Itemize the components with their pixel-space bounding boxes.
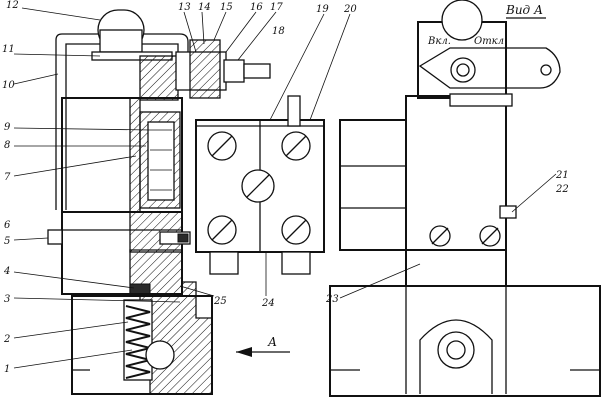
callout-19: 19 [316,4,329,15]
callout-25: 25 [213,296,227,307]
callout-2: 2 [3,334,10,345]
side-lower-block [405,249,507,287]
callout-24: 24 [261,298,275,309]
view-label: Вид А [505,3,543,17]
terminal-block [195,95,325,275]
callout-8: 8 [4,140,10,151]
spring [123,299,153,381]
switch-lever [418,47,561,89]
callout-3: 3 [4,294,10,305]
arrow-label: А [267,335,277,349]
callout-21: 21 [555,170,569,181]
coil-housing [61,97,183,213]
terminal-screw [207,131,311,245]
callout-9: 9 [4,122,11,133]
callout-17: 17 [270,2,283,13]
switch-on-label: Вкл. [427,36,451,47]
callout-13: 13 [178,2,191,13]
callout-6: 6 [4,220,11,231]
callout-7: 7 [4,172,11,183]
side-view-a [329,0,601,397]
view-direction-arrow: А [236,335,290,357]
callout-23: 23 [325,294,339,305]
callout-11: 11 [2,44,15,55]
ball-valve [145,340,175,370]
callout-4: 4 [3,266,10,277]
callout-22: 22 [555,184,569,195]
callout-14: 14 [198,2,211,13]
callout-20: 20 [343,4,357,15]
callout-16: 16 [250,2,263,13]
callout-10: 10 [2,80,15,91]
switch-off-label: Откл. [474,36,507,47]
callout-12: 12 [6,0,19,11]
callout-5: 5 [4,236,10,247]
push-button-assembly [139,39,271,101]
callout-18: 18 [272,26,285,37]
front-section-view [47,9,271,395]
adjust-screw [47,229,63,245]
callout-15: 15 [220,2,233,13]
callout-1: 1 [4,364,10,375]
side-base [329,285,601,397]
